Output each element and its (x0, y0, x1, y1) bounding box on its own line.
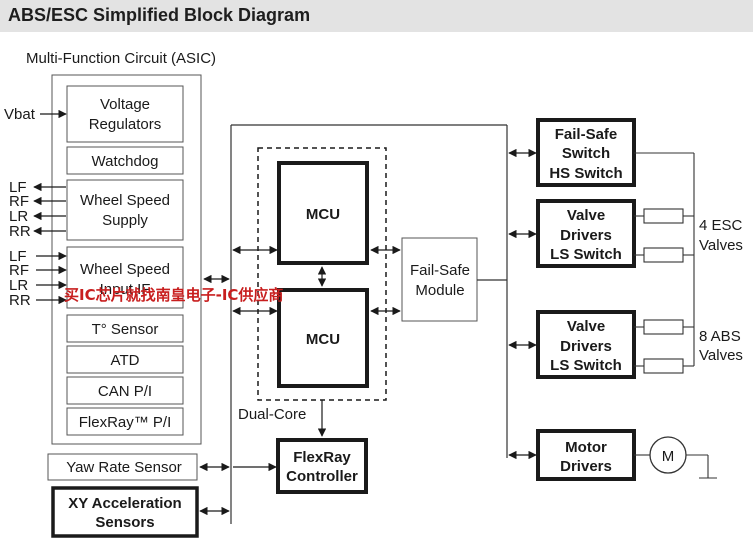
flexray-pi-label: FlexRay™ P/I (79, 414, 172, 431)
supply-wheel-lf: LF (9, 179, 27, 196)
watchdog-label: Watchdog (92, 153, 159, 170)
mcu-bottom-label: MCU (306, 331, 340, 348)
wheel-speed-input-label: Wheel Speed (80, 261, 170, 278)
supply-wheel-rf: RF (9, 193, 29, 210)
esc-valve-drivers-block (536, 199, 636, 268)
failsafe-module-label: Fail-Safe (410, 262, 470, 279)
failsafe-module-label-2: Module (415, 282, 464, 299)
input-wheel-lf: LF (9, 248, 27, 265)
input-wheel-lr: LR (9, 277, 28, 294)
asic-label: Multi-Function Circuit (ASIC) (26, 50, 216, 67)
mcu-bottom-block (277, 288, 369, 388)
motor-drivers-label: Motor (565, 439, 607, 456)
abs-valve-coil-2 (643, 358, 684, 374)
input-wheel-rf: RF (9, 262, 29, 279)
abs-valve-label-2: Drivers (560, 338, 612, 355)
asic-outer-box (51, 74, 202, 445)
hs-switch-label-1: Fail-Safe (555, 126, 618, 143)
vbat-label: Vbat (4, 106, 36, 123)
motor-drivers-label-2: Drivers (560, 458, 612, 475)
motor-drivers-block (536, 429, 636, 481)
flexray-controller-block (276, 438, 368, 494)
temp-sensor-block (66, 314, 184, 343)
failsafe-module-block (401, 237, 478, 322)
mcu-top-label: MCU (306, 206, 340, 223)
input-wheel-rr: RR (9, 292, 31, 309)
abs-valves-label: 8 ABS (699, 328, 741, 345)
wheel-speed-supply-block (66, 179, 184, 241)
wheel-speed-supply-label-2: Supply (102, 212, 148, 229)
esc-valves-label-2: Valves (699, 237, 743, 254)
flexray-pi-block (66, 407, 184, 436)
wheel-speed-input-block (66, 246, 184, 309)
atd-block (66, 345, 184, 374)
watermark-text: 买IC芯片就找南皇电子-IC供应商 (64, 286, 283, 304)
yaw-rate-sensor-block (47, 453, 198, 481)
abs-valve-coil-1 (643, 319, 684, 335)
xy-acceleration-label-2: Sensors (95, 514, 154, 531)
abs-valve-label-1: Valve (567, 318, 605, 335)
esc-valve-coil-1 (643, 208, 684, 224)
xy-acceleration-block (51, 486, 199, 538)
can-pi-label: CAN P/I (98, 383, 152, 400)
hs-switch-label-3: HS Switch (549, 165, 622, 182)
esc-valve-label-1: Valve (567, 207, 605, 224)
wheel-speed-input-label-2: Input IF (100, 281, 151, 298)
motor-symbol-label: M (662, 448, 675, 465)
abs-valve-label-3: LS Switch (550, 357, 622, 374)
can-pi-block (66, 376, 184, 405)
hs-switch-label-2: Switch (562, 145, 610, 162)
voltage-regulators-label: Voltage (100, 96, 150, 113)
supply-wheel-rr: RR (9, 223, 31, 240)
voltage-regulators-block (66, 85, 184, 143)
flexray-controller-label-2: Controller (286, 468, 358, 485)
esc-valve-label-2: Drivers (560, 227, 612, 244)
esc-valve-coil-2 (643, 247, 684, 263)
abs-valve-drivers-block (536, 310, 636, 379)
esc-valve-label-3: LS Switch (550, 246, 622, 263)
esc-valves-label: 4 ESC (699, 217, 743, 234)
atd-label: ATD (111, 352, 140, 369)
diagram-title: ABS/ESC Simplified Block Diagram (8, 5, 311, 25)
watchdog-block (66, 146, 184, 175)
xy-acceleration-label: XY Acceleration (68, 495, 181, 512)
temp-sensor-label: T° Sensor (92, 321, 159, 338)
yaw-rate-sensor-label: Yaw Rate Sensor (66, 459, 182, 476)
supply-wheel-lr: LR (9, 208, 28, 225)
abs-valves-label-2: Valves (699, 347, 743, 364)
hs-switch-block (536, 118, 636, 187)
voltage-regulators-label-2: Regulators (89, 116, 162, 133)
title-bar: ABS/ESC Simplified Block Diagram (0, 0, 753, 32)
flexray-controller-label: FlexRay (293, 449, 351, 466)
dual-core-label: Dual-Core (238, 406, 306, 423)
wheel-speed-supply-label: Wheel Speed (80, 192, 170, 209)
mcu-top-block (277, 161, 369, 265)
